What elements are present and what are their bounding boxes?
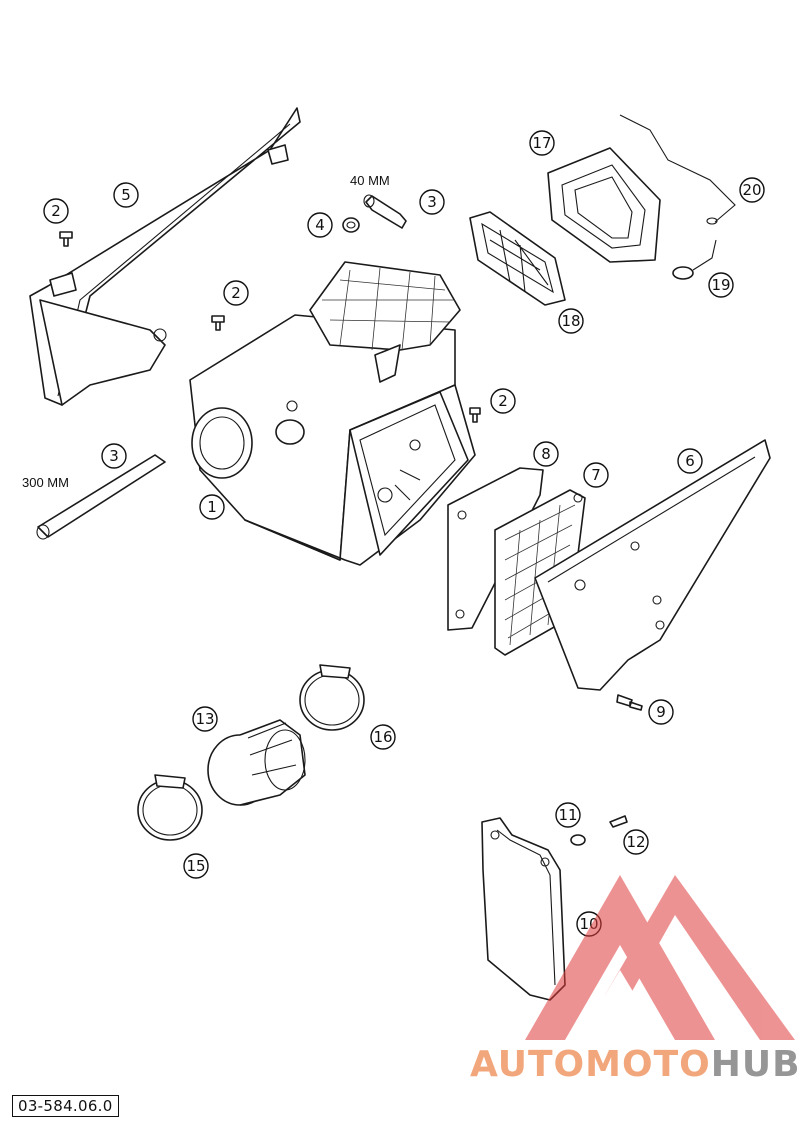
svg-text:18: 18 xyxy=(561,312,580,330)
callout-4: 4 xyxy=(307,212,333,238)
hose-40mm xyxy=(363,194,407,229)
air-filter-foam xyxy=(547,147,661,263)
dimension-label-40mm: 40 MM xyxy=(350,173,390,188)
callout-11: 11 xyxy=(555,802,581,828)
svg-text:3: 3 xyxy=(427,193,437,211)
filter-pin xyxy=(672,239,717,280)
svg-text:15: 15 xyxy=(186,857,205,875)
dimension-label-300mm: 300 MM xyxy=(22,475,69,490)
mud-flap xyxy=(481,817,566,1001)
side-cover-right xyxy=(534,439,771,691)
svg-text:1: 1 xyxy=(207,498,217,516)
svg-text:9: 9 xyxy=(656,703,666,721)
callout-16: 16 xyxy=(370,724,396,750)
screw xyxy=(59,231,481,423)
intake-boot xyxy=(207,719,306,806)
svg-text:5: 5 xyxy=(121,186,131,204)
callout-2: 2 xyxy=(490,388,516,414)
callout-20: 20 xyxy=(739,177,765,203)
callout-12: 12 xyxy=(623,829,649,855)
callout-13: 13 xyxy=(192,706,218,732)
wire-retainer xyxy=(619,114,736,225)
callout-18: 18 xyxy=(558,308,584,334)
svg-text:7: 7 xyxy=(591,466,601,484)
callout-2: 2 xyxy=(43,198,69,224)
callout-8: 8 xyxy=(533,441,559,467)
hose-clamp-small xyxy=(137,774,203,841)
washer xyxy=(570,834,586,846)
callout-6: 6 xyxy=(677,448,703,474)
callout-7: 7 xyxy=(583,462,609,488)
watermark-text: AUTOMOTOHUB xyxy=(470,1044,800,1085)
grommet xyxy=(342,217,360,233)
filter-cage xyxy=(469,211,566,306)
svg-text:2: 2 xyxy=(498,392,508,410)
svg-text:8: 8 xyxy=(541,445,551,463)
callout-5: 5 xyxy=(113,182,139,208)
callout-19: 19 xyxy=(708,272,734,298)
callout-17: 17 xyxy=(529,130,555,156)
hose-clamp-large xyxy=(299,664,365,731)
air-filter-box xyxy=(189,261,476,566)
svg-text:13: 13 xyxy=(195,710,214,728)
callout-10: 10 xyxy=(576,911,602,937)
svg-text:16: 16 xyxy=(373,728,392,746)
svg-text:17: 17 xyxy=(532,134,551,152)
svg-text:20: 20 xyxy=(742,181,761,199)
callout-3: 3 xyxy=(419,189,445,215)
svg-text:10: 10 xyxy=(579,915,598,933)
svg-text:2: 2 xyxy=(51,202,61,220)
hose-300mm xyxy=(36,454,166,540)
screw-right-cover xyxy=(616,694,643,711)
svg-text:12: 12 xyxy=(626,833,645,851)
svg-text:11: 11 xyxy=(558,806,577,824)
svg-text:2: 2 xyxy=(231,284,241,302)
screw-mud-flap xyxy=(609,815,628,828)
callout-3: 3 xyxy=(101,443,127,469)
svg-text:19: 19 xyxy=(711,276,730,294)
callout-1: 1 xyxy=(199,494,225,520)
svg-text:6: 6 xyxy=(685,452,695,470)
svg-text:3: 3 xyxy=(109,447,119,465)
callout-2: 2 xyxy=(223,280,249,306)
side-cover-left xyxy=(29,107,301,406)
svg-text:4: 4 xyxy=(315,216,325,234)
callout-9: 9 xyxy=(648,699,674,725)
callout-15: 15 xyxy=(183,853,209,879)
diagram-part-number: 03-584.06.0 xyxy=(12,1095,119,1117)
